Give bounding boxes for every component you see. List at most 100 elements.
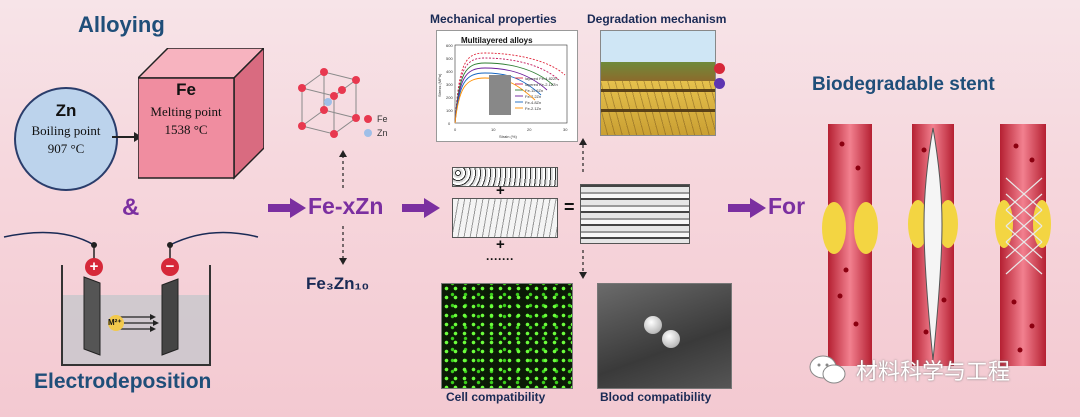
ellipsis-dots: ······· xyxy=(486,252,514,266)
columnar-texture xyxy=(601,81,715,135)
y-tick-label: 400 xyxy=(446,69,453,74)
stress-strain-curves xyxy=(454,52,566,124)
cell-compatibility-title: Cell compatibility xyxy=(446,390,546,404)
legend-label: Fe-11.6Zn xyxy=(525,88,543,93)
degradation-diagram xyxy=(600,30,716,136)
stent-title: Biodegradable stent xyxy=(812,74,995,95)
plaque xyxy=(995,200,1013,248)
plus-sign-1: + xyxy=(496,182,505,199)
particle-layer xyxy=(452,167,558,187)
wechat-icon xyxy=(809,355,846,384)
alloy-label: Fe-xZn xyxy=(308,193,384,219)
stress-strain-curve xyxy=(454,57,560,124)
y-tick-label: 600 xyxy=(446,43,453,48)
legend-label: layered Fe-2.12Zn xyxy=(525,82,558,87)
plaque xyxy=(1033,200,1051,248)
cell-compatibility-image xyxy=(441,283,573,389)
legend-item-zn: Zn xyxy=(364,126,388,140)
legend-item-fe: Fe xyxy=(364,112,388,126)
fe-cube xyxy=(138,48,264,180)
layer-band xyxy=(601,109,715,112)
chart-inner-title: Multilayered alloys xyxy=(461,36,533,45)
ampersand: & xyxy=(122,194,140,221)
legend-label: layered Fe-4.82Zn xyxy=(525,76,558,81)
x-tick-label: 0 xyxy=(454,127,457,132)
x-tick-label: 10 xyxy=(491,127,496,132)
arrow-to-layers xyxy=(402,198,440,218)
zn-value: 907 °C xyxy=(47,141,85,156)
alloying-title: Alloying xyxy=(78,12,165,37)
fe-box-text: Fe Melting point 1538 °C xyxy=(138,78,234,138)
expanded-stent-mesh xyxy=(1005,177,1043,275)
plus-sign: + xyxy=(89,258,99,275)
stress-strain-curve xyxy=(454,62,554,124)
electrodeposition-title: Electrodeposition xyxy=(34,370,212,393)
platelet xyxy=(644,316,662,334)
dashed-arrow-down xyxy=(339,226,347,265)
minus-electrode: − xyxy=(161,258,179,276)
minus-sign: − xyxy=(165,258,175,275)
fe-prop-label: Melting point xyxy=(150,104,222,119)
columnar-layer xyxy=(452,198,558,238)
sample-inset xyxy=(489,75,511,115)
arrow-to-stent xyxy=(728,198,766,218)
legend-label: Fe-4.8Zn xyxy=(525,100,541,105)
fe-value: 1538 °C xyxy=(164,122,208,137)
legend-zn-label: Zn xyxy=(377,128,388,138)
plaque xyxy=(854,202,878,254)
x-tick-labels: 0 10 20 30 xyxy=(454,127,568,132)
plaque xyxy=(908,200,928,248)
chart-ylabel: Stress (MPa) xyxy=(437,73,442,97)
zn-prop-label: Boiling point xyxy=(31,123,101,138)
stress-strain-curve xyxy=(454,67,548,124)
legend-label: Fe-7.2Zn xyxy=(525,94,541,99)
watermark-text: 材料科学与工程 xyxy=(856,360,1011,385)
plus-sign-2: + xyxy=(496,236,505,253)
plot-frame xyxy=(454,44,568,124)
crystal-legend: Fe Zn xyxy=(364,112,388,140)
multilayer-stack xyxy=(580,184,690,244)
y-tick-label: 300 xyxy=(446,82,453,87)
y-tick-label: 200 xyxy=(446,95,453,100)
watermark: 材料科学与工程 xyxy=(808,354,1010,386)
stent-vessels xyxy=(822,124,1051,366)
dashed-arrow-up-right xyxy=(579,138,587,172)
chart-xlabel: Strain (%) xyxy=(499,134,517,139)
mechanical-title: Mechanical properties xyxy=(430,12,557,26)
equals-sign: = xyxy=(564,197,575,217)
phase-label: Fe₃Zn₁₀ xyxy=(306,274,370,293)
dashed-arrow-down-right xyxy=(579,250,587,279)
blood-compatibility-title: Blood compatibility xyxy=(600,390,712,404)
stress-strain-curve xyxy=(454,72,542,124)
platelet xyxy=(662,330,680,348)
layer-band xyxy=(601,89,715,92)
zn-circle: Zn Boiling point 907 °C xyxy=(14,87,118,191)
blood-cells xyxy=(837,141,1035,353)
fe-atom-icon xyxy=(364,115,372,123)
stress-strain-chart: Multilayered alloys Stress (MPa) Strain … xyxy=(436,30,578,142)
stress-strain-curve xyxy=(454,52,566,124)
zn-atom-icon xyxy=(364,129,372,137)
zn-symbol: Zn xyxy=(55,101,77,120)
balloon-stent xyxy=(923,127,943,361)
fe-symbol: Fe xyxy=(176,80,196,99)
legend-fe-label: Fe xyxy=(377,114,388,124)
dashed-arrow-up xyxy=(339,150,347,188)
y-tick-label: 100 xyxy=(446,108,453,113)
x-tick-label: 20 xyxy=(527,127,532,132)
positive-ion-icon xyxy=(714,63,725,74)
y-tick-label: 0 xyxy=(448,121,451,126)
ion-label: M²⁺ xyxy=(108,318,122,327)
legend-label: Fe-2.1Zn xyxy=(525,106,541,111)
degradation-title: Degradation mechanism xyxy=(587,12,727,26)
plaque xyxy=(938,200,958,248)
for-label: For xyxy=(768,193,806,219)
crystal-structure xyxy=(298,68,360,138)
plus-electrode: + xyxy=(85,258,103,276)
stress-strain-curve xyxy=(454,77,536,124)
blood-compatibility-image xyxy=(597,283,732,389)
y-tick-label: 500 xyxy=(446,56,453,61)
electrodeposition-apparatus xyxy=(3,231,259,366)
negative-ion-icon xyxy=(714,78,725,89)
